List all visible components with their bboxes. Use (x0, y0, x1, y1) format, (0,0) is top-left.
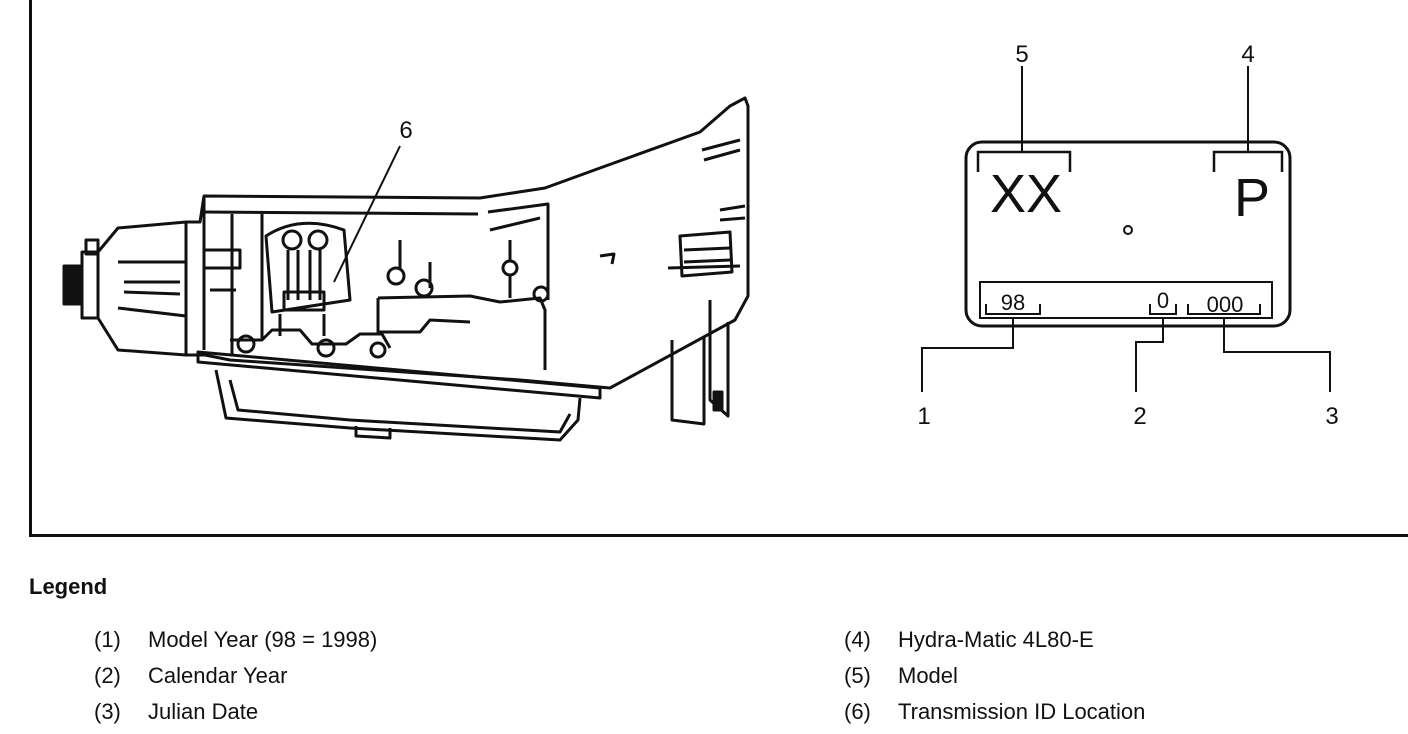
legend-item-label: Hydra-Matic 4L80-E (898, 627, 1094, 652)
legend-column-right: (4) Hydra-Matic 4L80-E (5) Model (6) Transm… (844, 626, 1145, 734)
legend-title: Legend (29, 574, 108, 599)
plate-transmission-code: P (1234, 168, 1270, 228)
callout-6: 6 (333, 117, 413, 283)
legend-item: (2) Calendar Year (94, 662, 377, 698)
callout-2: 2 (1133, 403, 1146, 430)
legend-item-number: (3) (94, 699, 121, 724)
legend-item-label: Model (898, 663, 958, 688)
callout-4: 4 (1241, 41, 1254, 68)
legend-item-label: Model Year (98 = 1998) (148, 627, 378, 652)
legend-item-number: (4) (844, 627, 871, 652)
legend-item: (6) Transmission ID Location (844, 698, 1145, 734)
plate-julian-date: 000 (1207, 292, 1244, 317)
id-plate: XX P 98 0 000 (964, 140, 1292, 328)
legend-item-number: (1) (94, 627, 121, 652)
svg-text:6: 6 (399, 117, 412, 144)
transmission-id-diagram: 6 XX P 98 0 000 5 4 1 2 3 (62, 41, 1339, 442)
legend-item: (5) Model (844, 662, 1145, 698)
legend-item-number: (5) (844, 663, 871, 688)
plate-leaders (921, 66, 1331, 392)
callout-3: 3 (1325, 403, 1338, 430)
legend-item-label: Julian Date (148, 699, 259, 724)
callout-5: 5 (1015, 41, 1028, 68)
legend-item: (3) Julian Date (94, 698, 377, 734)
callout-1: 1 (917, 403, 930, 430)
legend-item: (4) Hydra-Matic 4L80-E (844, 626, 1145, 662)
plate-model-code: XX (990, 164, 1062, 224)
diagram-frame (29, 0, 1408, 537)
legend-item: (1) Model Year (98 = 1998) (94, 626, 377, 662)
legend-item-number: (2) (94, 663, 121, 688)
plate-model-year: 98 (1001, 290, 1025, 315)
legend-item-number: (6) (844, 699, 871, 724)
transmission-illustration (62, 96, 750, 442)
legend-item-label: Transmission ID Location (898, 699, 1146, 724)
plate-calendar-year: 0 (1157, 288, 1169, 313)
legend-column-left: (1) Model Year (98 = 1998) (2) Calendar Ye… (94, 626, 377, 734)
legend-item-label: Calendar Year (148, 663, 288, 688)
